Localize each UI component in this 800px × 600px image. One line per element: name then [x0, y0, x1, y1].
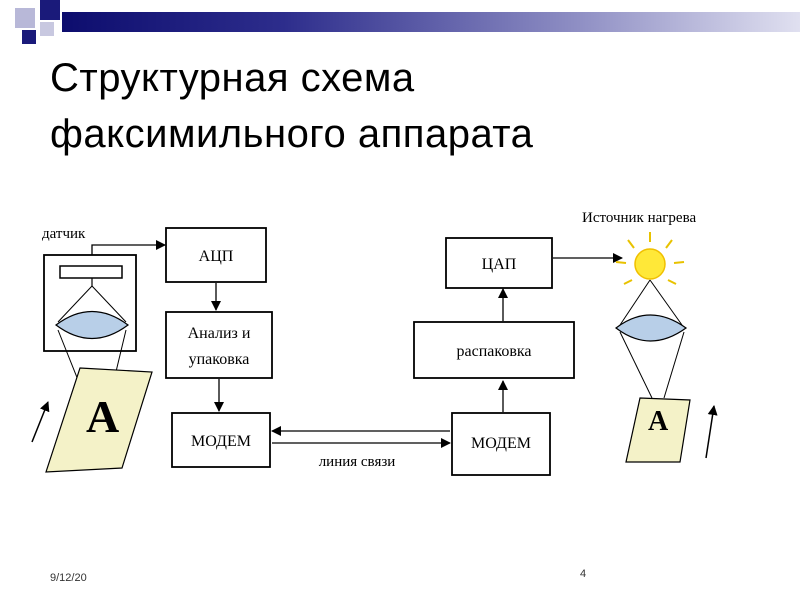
slide-date: 9/12/20 — [50, 572, 87, 584]
slide-title-line-2: факсимильного аппарата — [50, 112, 534, 156]
sun-icon — [615, 232, 685, 285]
slide-title: Структурная схема факсимильного аппарата — [50, 50, 750, 162]
source-document — [45, 367, 153, 473]
adc-block — [165, 227, 267, 283]
copy-letter: A — [648, 406, 669, 437]
sensor-ray — [91, 285, 127, 323]
copy-document — [625, 397, 691, 463]
paper-feed-arrow-left — [31, 401, 50, 443]
sensor-lens — [54, 310, 130, 340]
dac-block — [445, 237, 553, 289]
analysis-label-line-2: упаковка — [189, 351, 250, 368]
heat-source-label: Источник нагрева — [582, 210, 696, 226]
arrow-sensor-to-adc — [91, 240, 166, 255]
analysis-block — [165, 311, 273, 379]
modem-right-label: МОДЕМ — [471, 435, 531, 452]
heat-ray — [619, 279, 651, 326]
modem-right-block — [451, 412, 551, 476]
link-label: линия связи — [319, 454, 396, 470]
slide-number: 4 — [580, 568, 587, 580]
deco-square-light-1 — [15, 8, 35, 28]
deco-square-light-2 — [40, 22, 54, 36]
paper-feed-arrow-right — [705, 405, 718, 459]
adc-label: АЦП — [199, 248, 234, 265]
sensor-ray — [57, 285, 93, 323]
deco-square-navy-2 — [22, 30, 36, 44]
sensor-label: датчик — [42, 226, 86, 242]
heat-ray — [649, 279, 683, 326]
title-bar — [62, 12, 800, 32]
deco-square-navy-1 — [40, 0, 60, 20]
modem-left-block — [171, 412, 271, 468]
source-letter: A — [86, 391, 119, 442]
heat-ray — [619, 331, 653, 399]
unpack-block — [413, 321, 575, 379]
heater-lens — [615, 314, 688, 342]
slide-title-line-1: Структурная схема — [50, 56, 415, 100]
heat-ray — [663, 331, 685, 399]
unpack-label: распаковка — [456, 343, 531, 360]
sensor-element — [59, 265, 123, 279]
modem-left-label: МОДЕМ — [191, 433, 251, 450]
analysis-label-line-1: Анализ и — [188, 325, 251, 342]
dac-label: ЦАП — [482, 256, 517, 273]
